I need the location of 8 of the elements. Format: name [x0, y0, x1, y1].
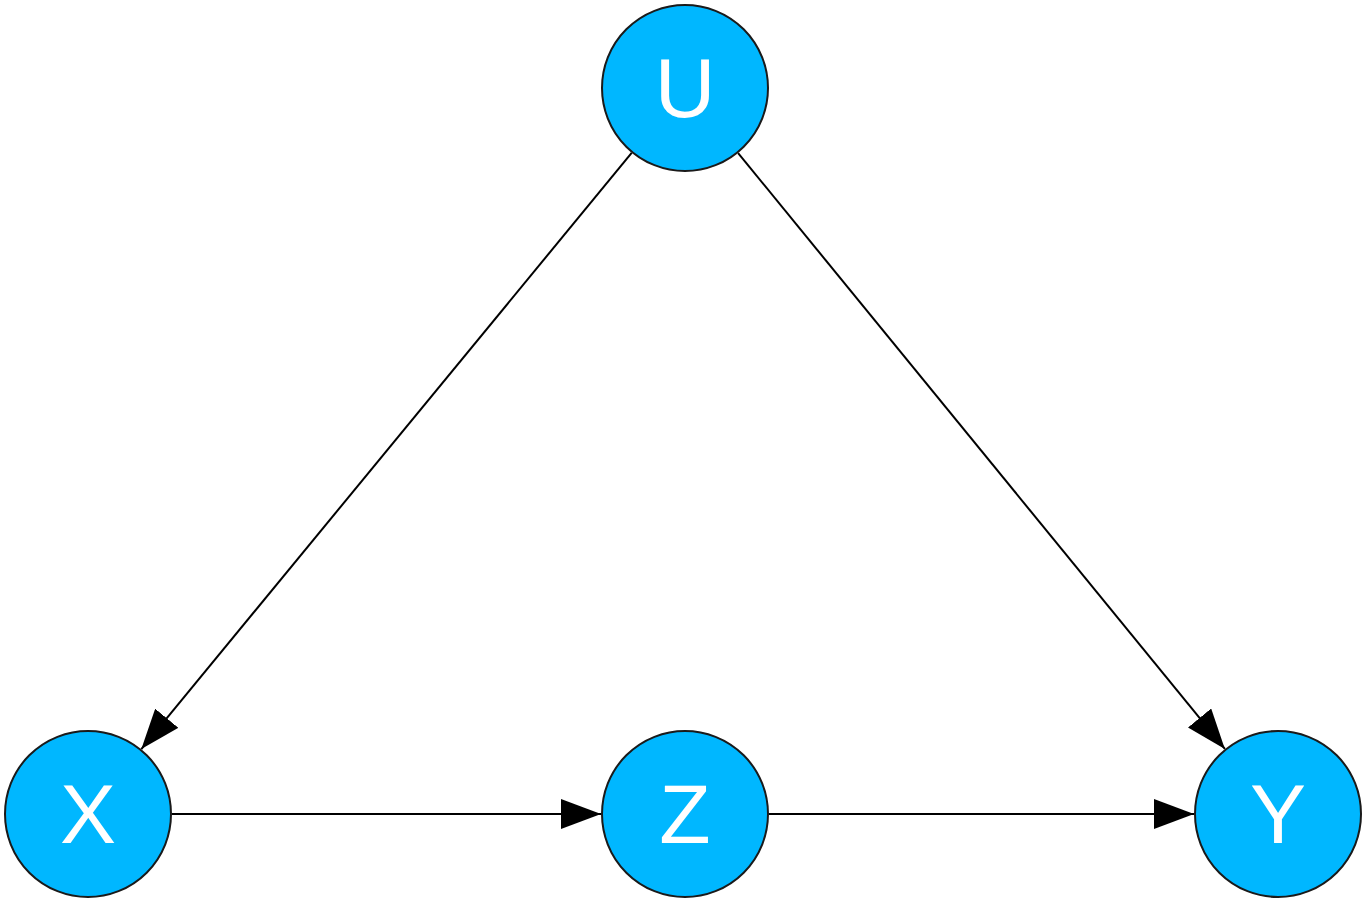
node-label: X: [60, 772, 116, 856]
arrow: [171, 799, 602, 829]
arrow: [768, 799, 1195, 829]
node-label: U: [654, 46, 716, 130]
arrow: [737, 152, 1226, 750]
node-label: Z: [659, 772, 711, 856]
arrow: [140, 151, 633, 751]
node-label: Y: [1250, 772, 1306, 856]
